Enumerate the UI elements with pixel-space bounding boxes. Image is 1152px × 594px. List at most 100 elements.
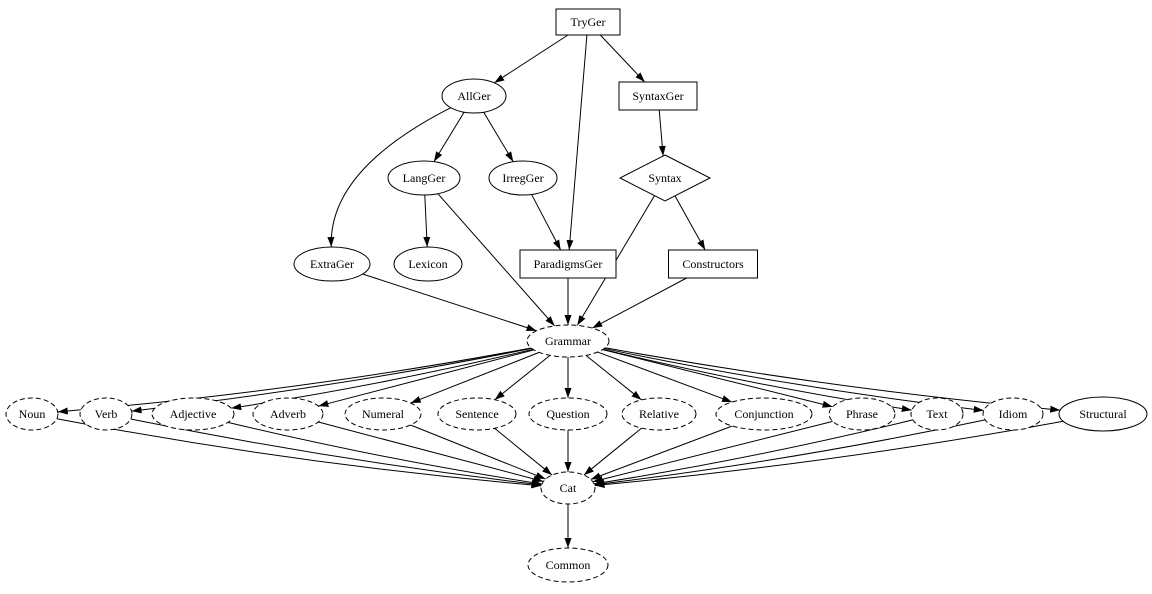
node-label: Sentence xyxy=(455,407,498,421)
node-label: SyntaxGer xyxy=(632,89,683,103)
node-extrager: ExtraGer xyxy=(293,246,371,282)
ellipse-shape xyxy=(910,397,964,431)
ellipse-shape xyxy=(344,397,422,431)
edge-grammar-to-relative xyxy=(585,354,642,401)
ellipse-shape xyxy=(527,547,609,583)
node-label: AllGer xyxy=(457,89,490,103)
edge-syntax-to-constructors xyxy=(674,195,706,251)
node-label: Common xyxy=(546,558,591,572)
node-label: LangGer xyxy=(403,171,446,185)
edge-idiom-to-cat xyxy=(594,419,986,488)
node-cat: Cat xyxy=(540,471,596,505)
node-adjective: Adjective xyxy=(151,397,235,431)
ellipse-shape xyxy=(982,397,1044,431)
node-label: Adjective xyxy=(170,407,217,421)
edge-tryger-to-syntaxger xyxy=(599,34,646,83)
ellipse-shape xyxy=(387,160,461,196)
edge-grammar-to-numeral xyxy=(410,351,540,404)
node-label: Adverb xyxy=(270,407,306,421)
edge-syntaxger-to-syntax xyxy=(658,109,666,157)
edge-phrase-to-cat xyxy=(592,420,833,483)
edge-extrager-to-grammar xyxy=(362,273,537,332)
edge-grammar-to-adverb xyxy=(318,349,535,407)
diamond-shape xyxy=(618,154,712,202)
node-label: Noun xyxy=(19,407,46,421)
node-label: Grammar xyxy=(545,334,591,348)
node-structural: Structural xyxy=(1058,396,1148,432)
node-label: ExtraGer xyxy=(310,257,354,271)
ellipse-shape xyxy=(526,324,610,358)
node-adverb: Adverb xyxy=(252,397,324,431)
node-syntax: Syntax xyxy=(618,154,712,202)
edge-allger-to-langger xyxy=(433,111,465,162)
ellipse-shape xyxy=(393,246,463,282)
ellipse-shape xyxy=(441,78,507,114)
box-shape xyxy=(519,249,617,279)
node-common: Common xyxy=(527,547,609,583)
node-label: Syntax xyxy=(648,171,681,185)
node-label: Phrase xyxy=(846,407,878,421)
node-label: TryGer xyxy=(571,15,606,29)
node-label: IrregGer xyxy=(502,171,543,185)
edge-grammar-to-phrase xyxy=(602,349,833,408)
node-numeral: Numeral xyxy=(344,397,422,431)
node-paradigmsger: ParadigmsGer xyxy=(519,249,617,279)
node-verb: Verb xyxy=(79,397,133,431)
ellipse-shape xyxy=(252,397,324,431)
node-noun: Noun xyxy=(5,397,59,431)
node-label: Idiom xyxy=(999,407,1028,421)
edge-tryger-to-paradigmsger xyxy=(566,34,588,251)
node-grammar: Grammar xyxy=(526,324,610,358)
node-phrase: Phrase xyxy=(828,397,896,431)
ellipse-shape xyxy=(79,397,133,431)
edge-numeral-to-cat xyxy=(410,424,546,480)
edge-langger-to-grammar xyxy=(437,193,556,327)
ellipse-shape xyxy=(528,397,608,431)
box-shape xyxy=(555,8,621,36)
edge-structural-to-cat xyxy=(594,420,1064,489)
node-label: Structural xyxy=(1079,407,1127,421)
node-sentence: Sentence xyxy=(437,397,517,431)
box-shape xyxy=(668,249,758,279)
edge-constructors-to-grammar xyxy=(592,277,687,329)
node-label: Lexicon xyxy=(408,257,447,271)
node-question: Question xyxy=(528,397,608,431)
ellipse-shape xyxy=(1058,396,1148,432)
edge-adverb-to-cat xyxy=(318,421,544,483)
node-irregger: IrregGer xyxy=(488,160,558,196)
node-syntaxger: SyntaxGer xyxy=(618,81,698,111)
edge-text-to-cat xyxy=(594,419,913,486)
edge-grammar-to-sentence xyxy=(494,354,551,401)
node-label: Conjunction xyxy=(734,407,793,421)
ellipse-shape xyxy=(621,397,697,431)
box-shape xyxy=(618,81,698,111)
node-label: Cat xyxy=(560,481,577,495)
edge-allger-to-extrager xyxy=(327,107,452,248)
node-allger: AllGer xyxy=(441,78,507,114)
ellipse-shape xyxy=(488,160,558,196)
node-tryger: TryGer xyxy=(555,8,621,36)
node-constructors: Constructors xyxy=(668,249,758,279)
node-text: Text xyxy=(910,397,964,431)
node-label: Relative xyxy=(639,407,679,421)
ellipse-shape xyxy=(293,246,371,282)
edge-tryger-to-allger xyxy=(493,34,569,84)
ellipse-shape xyxy=(540,471,596,505)
ellipse-shape xyxy=(5,397,59,431)
edge-grammar-to-conjunction xyxy=(597,351,733,403)
node-idiom: Idiom xyxy=(982,397,1044,431)
node-conjunction: Conjunction xyxy=(715,397,813,431)
edge-conjunction-to-cat xyxy=(590,425,733,480)
edge-adjective-to-cat xyxy=(227,421,542,486)
ellipse-shape xyxy=(715,397,813,431)
node-lexicon: Lexicon xyxy=(393,246,463,282)
ellipse-shape xyxy=(437,397,517,431)
edge-noun-to-cat xyxy=(56,418,542,489)
edge-langger-to-lexicon xyxy=(423,194,431,248)
node-label: ParadigmsGer xyxy=(534,257,603,271)
node-label: Constructors xyxy=(682,257,744,271)
node-label: Numeral xyxy=(362,407,405,421)
node-langger: LangGer xyxy=(387,160,461,196)
edge-verb-to-cat xyxy=(130,418,542,488)
